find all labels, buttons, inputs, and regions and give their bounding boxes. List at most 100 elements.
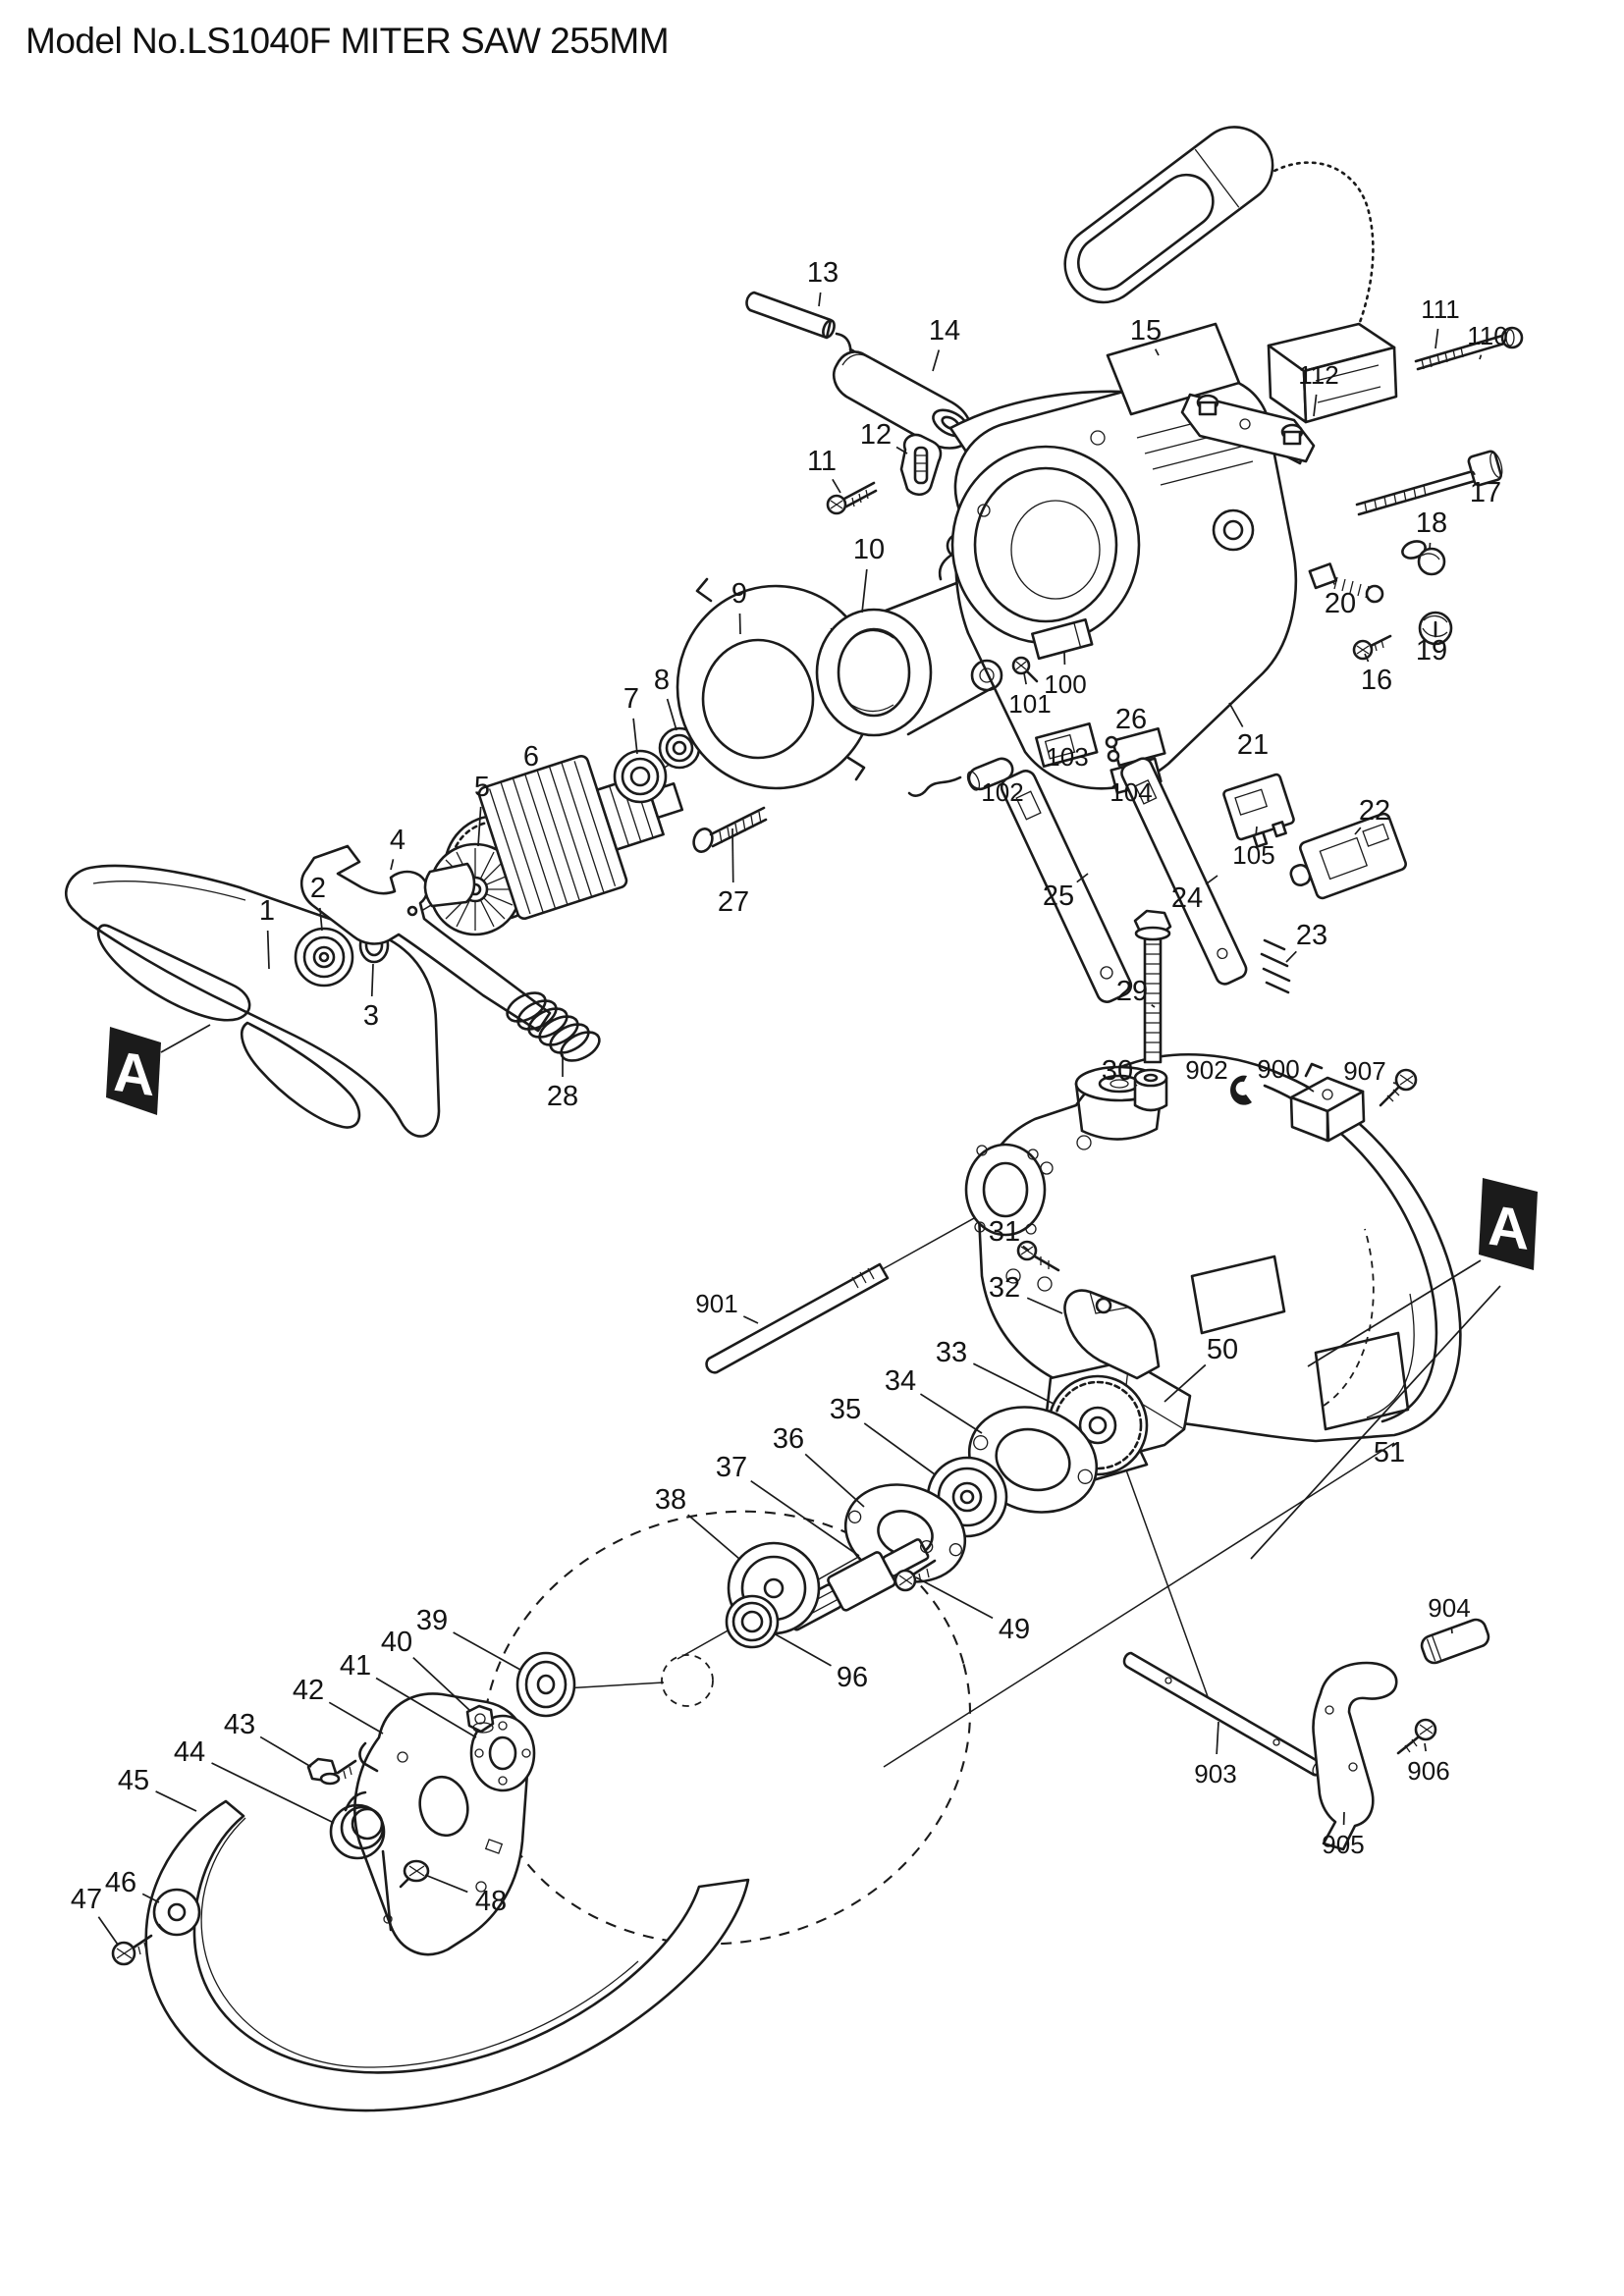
part-label-39: 39 xyxy=(416,1605,448,1636)
part-label-26: 26 xyxy=(1115,704,1147,735)
part-label-40: 40 xyxy=(381,1627,412,1658)
part-label-15: 15 xyxy=(1130,315,1162,347)
part-label-2: 2 xyxy=(310,873,326,904)
ball-bearing-8 xyxy=(658,726,701,770)
part-label-105: 105 xyxy=(1232,840,1274,870)
leader-line-4 xyxy=(390,859,395,871)
leader-line-24 xyxy=(1205,875,1218,885)
ring-96 xyxy=(725,1594,780,1649)
leader-line-17 xyxy=(1472,470,1476,476)
leader-line-904 xyxy=(1450,1627,1453,1634)
part-label-104: 104 xyxy=(1110,777,1152,807)
part-label-907: 907 xyxy=(1343,1056,1385,1086)
part-label-901: 901 xyxy=(695,1289,737,1318)
view-marker-leader xyxy=(1307,1259,1482,1367)
hex-bolt-40 xyxy=(465,1704,495,1734)
leader-line-105 xyxy=(1255,826,1258,836)
leader-line-10 xyxy=(861,568,868,614)
view-marker-box xyxy=(106,1027,161,1115)
part-label-12: 12 xyxy=(860,419,892,451)
leader-lines xyxy=(97,292,1483,1946)
leader-line-33 xyxy=(972,1362,1055,1405)
part-label-29: 29 xyxy=(1116,976,1148,1007)
bolt-17 xyxy=(1355,450,1503,516)
leader-line-32 xyxy=(1026,1297,1063,1314)
leader-line-110 xyxy=(1479,354,1483,360)
part-label-9: 9 xyxy=(731,578,747,610)
motor-housing-21 xyxy=(948,373,1310,790)
leader-line-5 xyxy=(477,806,482,847)
leader-line-48 xyxy=(424,1874,468,1894)
part-label-35: 35 xyxy=(830,1394,861,1425)
blade-case-51 xyxy=(964,1053,1462,1443)
button-18 xyxy=(1401,540,1446,576)
view-marker-leader xyxy=(1250,1285,1501,1560)
part-label-36: 36 xyxy=(773,1423,804,1455)
leader-line-111 xyxy=(1435,328,1439,349)
leader-line-21 xyxy=(1228,702,1244,727)
part-label-112: 112 xyxy=(1298,360,1338,390)
part-label-11: 11 xyxy=(807,446,837,477)
screw-47 xyxy=(111,1934,153,1966)
leader-line-31 xyxy=(1022,1245,1030,1252)
leader-line-37 xyxy=(750,1479,860,1557)
part-label-4: 4 xyxy=(390,825,406,856)
ball-bearing-2 xyxy=(294,927,354,988)
blade-guard-45 xyxy=(144,1799,750,2112)
spring-23 xyxy=(1260,938,1291,994)
screw-16 xyxy=(1352,634,1392,661)
leader-line-39 xyxy=(453,1631,521,1671)
part-label-103: 103 xyxy=(1046,742,1088,772)
leader-line-112 xyxy=(1313,394,1318,417)
part-label-22: 22 xyxy=(1359,795,1390,827)
leader-line-41 xyxy=(375,1677,477,1738)
part-label-47: 47 xyxy=(71,1884,102,1915)
pin-13 xyxy=(745,291,860,365)
leader-line-901 xyxy=(742,1315,759,1324)
part-label-49: 49 xyxy=(999,1614,1030,1645)
leader-line-36 xyxy=(804,1453,865,1508)
leader-line-903 xyxy=(1216,1721,1219,1755)
torsion-spring-44 xyxy=(329,1790,393,1932)
screw-101 xyxy=(1011,656,1039,683)
brush-holder-103 xyxy=(1035,721,1099,769)
leader-line-34 xyxy=(919,1393,983,1434)
part-label-8: 8 xyxy=(654,665,670,696)
part-label-50: 50 xyxy=(1207,1334,1238,1365)
leader-line-25 xyxy=(1076,873,1089,883)
inner-flange-41 xyxy=(469,1714,536,1792)
leader-line-18 xyxy=(1429,542,1432,551)
part-label-30: 30 xyxy=(1102,1055,1133,1087)
view-marker-letter: A xyxy=(1488,1194,1529,1263)
view-markers: AA xyxy=(106,1024,1538,1560)
part-label-16: 16 xyxy=(1361,665,1392,696)
lamp-head xyxy=(1063,126,1274,304)
leader-line-906 xyxy=(1424,1742,1427,1752)
part-label-111: 111 xyxy=(1421,294,1460,324)
leader-line-38 xyxy=(687,1514,740,1560)
part-label-17: 17 xyxy=(1470,477,1501,508)
part-label-902: 902 xyxy=(1185,1055,1227,1085)
leader-line-29 xyxy=(1151,1003,1156,1008)
leader-line-11 xyxy=(832,478,841,494)
part-label-13: 13 xyxy=(807,257,839,289)
part-label-102: 102 xyxy=(981,777,1023,807)
screw-48 xyxy=(399,1859,430,1889)
construction-line xyxy=(883,1442,1395,1768)
part-label-6: 6 xyxy=(523,741,539,773)
leader-line-2 xyxy=(319,907,323,932)
fan-cover-9 xyxy=(676,577,876,790)
leader-line-50 xyxy=(1164,1363,1207,1403)
part-label-46: 46 xyxy=(105,1867,136,1898)
part-label-5: 5 xyxy=(474,772,490,803)
view-marker-box xyxy=(1479,1178,1538,1270)
screw-906 xyxy=(1396,1718,1437,1755)
leader-line-44 xyxy=(211,1762,335,1824)
screw-907 xyxy=(1379,1068,1418,1107)
leader-line-900 xyxy=(1301,1083,1315,1093)
cap-904 xyxy=(1420,1618,1490,1665)
part-label-32: 32 xyxy=(989,1272,1020,1304)
leader-line-3 xyxy=(370,963,374,997)
handle xyxy=(64,864,441,1138)
baffle-plate-4 xyxy=(299,844,552,1033)
